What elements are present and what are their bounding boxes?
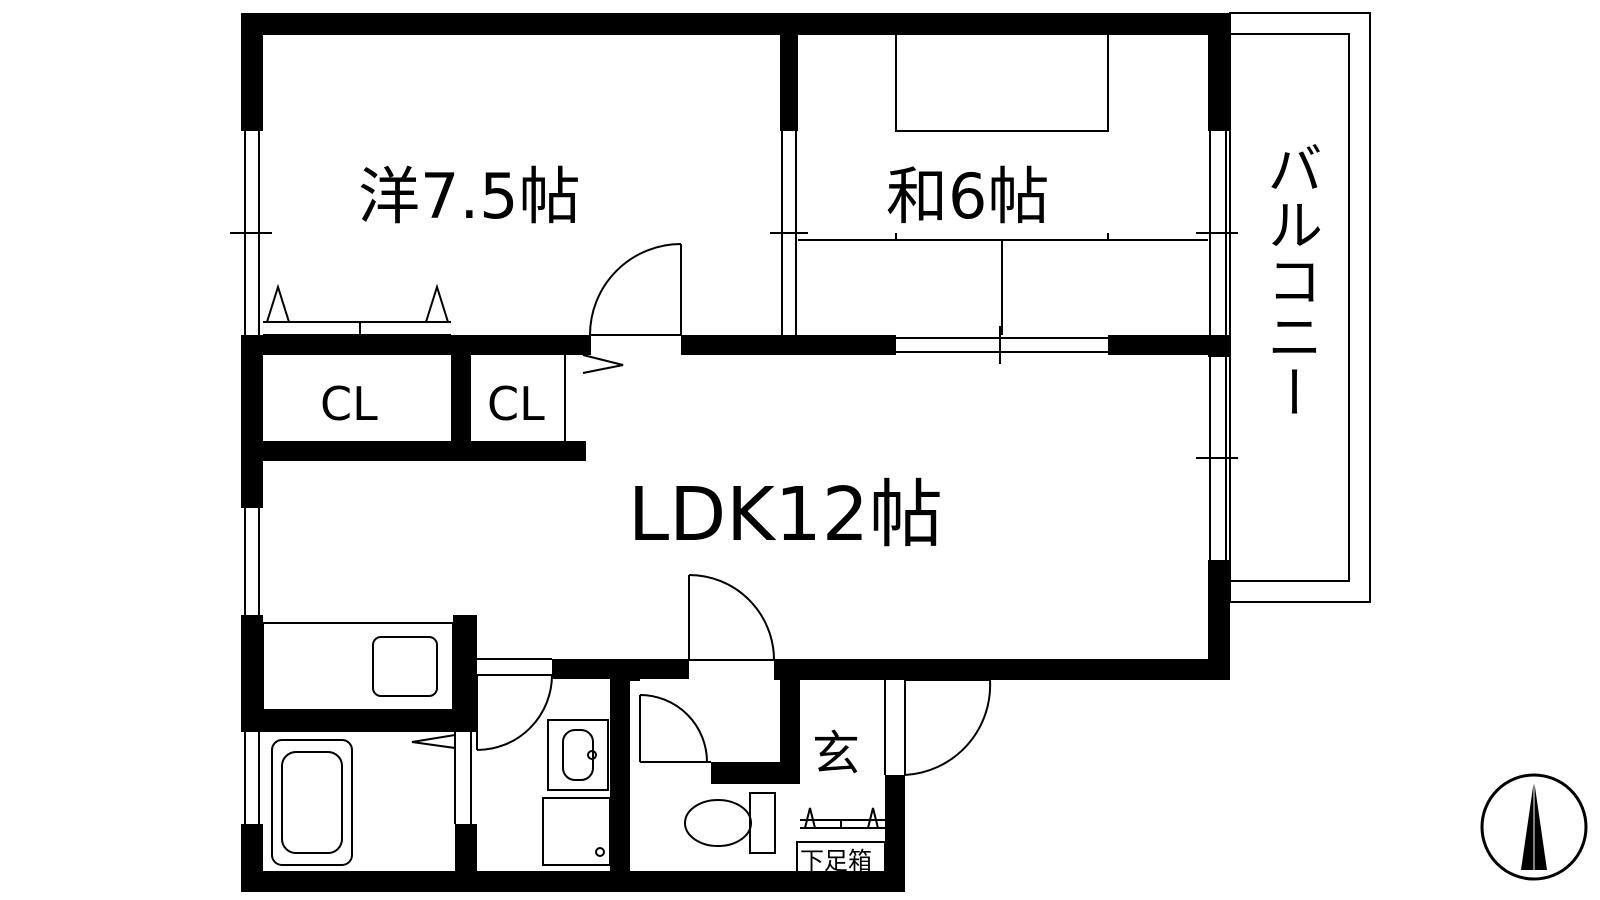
bathtub [271, 739, 353, 866]
balcony [1229, 12, 1371, 603]
closet-label-2: CL [487, 377, 545, 431]
windows [230, 131, 1238, 824]
washroom-fixtures [542, 719, 611, 866]
shoe-cabinet-label: 下足箱 [800, 847, 872, 875]
interior-walls [241, 13, 1208, 892]
kitchen-counter [262, 622, 454, 711]
tatami-lines [798, 35, 1208, 335]
north-arrow-icon [1480, 773, 1588, 881]
balcony-label: バルコニー [1258, 140, 1323, 420]
shoe-cabinet-outline [796, 807, 886, 877]
exterior-walls [241, 13, 1230, 892]
entrance-label: 玄 [812, 726, 860, 782]
doors [411, 243, 992, 824]
closet-details [263, 283, 624, 441]
western-room-label: 洋7.5帖 [358, 160, 581, 233]
closet-label-1: CL [320, 377, 378, 431]
ldk-label: LDK12帖 [628, 472, 943, 558]
japanese-room-label: 和6帖 [886, 160, 1049, 233]
toilet [684, 792, 776, 854]
